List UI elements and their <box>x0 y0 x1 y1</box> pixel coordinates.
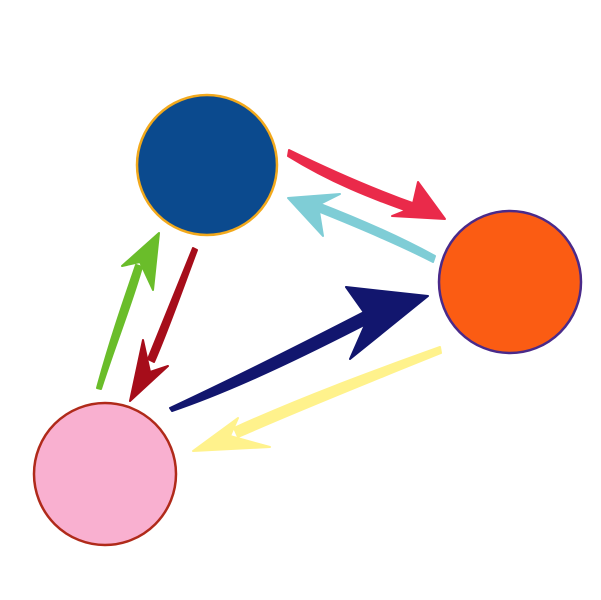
edge-top-to-right <box>287 149 446 220</box>
edge-left-to-right <box>169 286 429 412</box>
edge-top-to-left <box>129 247 198 402</box>
node-left <box>32 401 178 547</box>
edge-right-to-left <box>192 346 442 452</box>
edge-left-to-top <box>96 232 160 390</box>
node-right <box>437 209 583 355</box>
node-top <box>135 93 279 237</box>
edge-right-to-top <box>287 193 436 263</box>
